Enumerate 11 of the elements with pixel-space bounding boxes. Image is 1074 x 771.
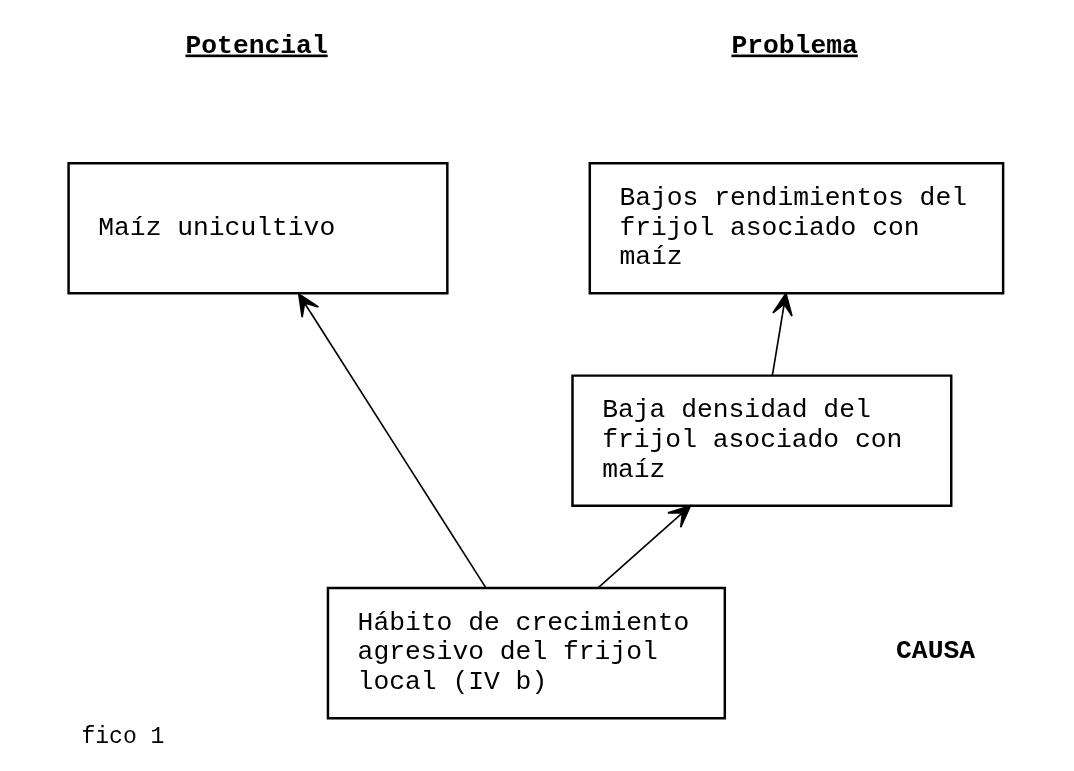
node-box: Maíz unicultivo [66, 161, 449, 295]
node-box: Bajos rendimientos del frijol asociado con maíz [588, 161, 1004, 295]
node-box: Hábito de crecimiento agresivo del frijol local (IV b) [326, 586, 726, 720]
label: Problema [730, 30, 858, 61]
caption: fico 1 [80, 724, 164, 751]
arrow [771, 292, 793, 376]
arrow [597, 505, 691, 589]
label: CAUSA [895, 635, 975, 666]
node-box: Baja densidad del frijol asociado con maíz [570, 374, 952, 507]
arrow [297, 293, 487, 589]
label: Potencial [185, 30, 328, 61]
